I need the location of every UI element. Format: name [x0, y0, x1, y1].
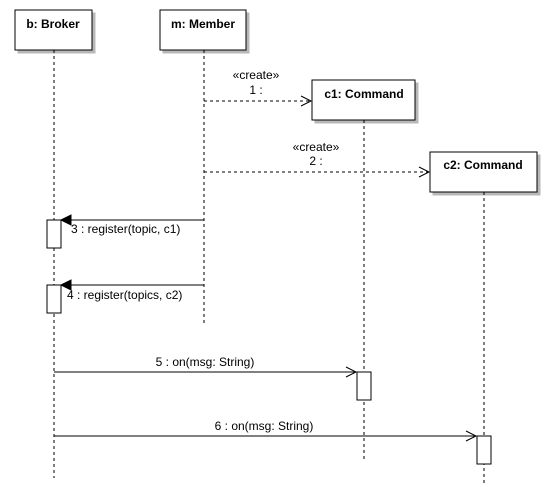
message-2-stereotype: «create»	[293, 140, 340, 154]
message-6-label: 6 : on(msg: String)	[215, 419, 314, 433]
activation-c2	[476, 435, 492, 465]
lifeline-c1[interactable]: c1: Command	[311, 79, 416, 460]
message-3[interactable]: 3 : register(topic, c1)	[59, 214, 204, 236]
activation-c1	[356, 371, 372, 401]
lifeline-member-title: m: Member	[171, 17, 235, 31]
message-1-stereotype: «create»	[233, 68, 280, 82]
activation-broker-1	[46, 219, 62, 249]
message-2-label: 2 :	[309, 154, 322, 168]
lifeline-broker[interactable]: b: Broker	[14, 9, 93, 478]
message-6[interactable]: 6 : on(msg: String)	[54, 419, 478, 442]
message-3-label: 3 : register(topic, c1)	[71, 222, 180, 236]
message-2-arrowhead	[418, 166, 431, 178]
lifeline-c1-title: c1: Command	[324, 87, 403, 101]
message-3-arrowhead	[59, 214, 72, 226]
activation-broker-2	[46, 284, 62, 314]
lifeline-c2[interactable]: c2: Command	[429, 151, 538, 485]
message-6-arrowhead	[465, 430, 478, 442]
message-1-label: 1 :	[249, 83, 262, 97]
message-5-label: 5 : on(msg: String)	[156, 355, 255, 369]
message-5[interactable]: 5 : on(msg: String)	[54, 355, 358, 378]
message-1[interactable]: «create» 1 :	[204, 68, 313, 107]
message-4-label: 4 : register(topics, c2)	[67, 288, 182, 302]
message-5-arrowhead	[345, 366, 358, 378]
message-2[interactable]: «create» 2 :	[204, 140, 431, 178]
message-4[interactable]: 4 : register(topics, c2)	[59, 279, 204, 302]
lifeline-c2-title: c2: Command	[443, 158, 522, 172]
lifeline-broker-title: b: Broker	[26, 17, 80, 31]
message-1-arrowhead	[300, 95, 313, 107]
message-4-arrowhead	[59, 279, 72, 291]
lifeline-member[interactable]: m: Member	[159, 9, 247, 325]
